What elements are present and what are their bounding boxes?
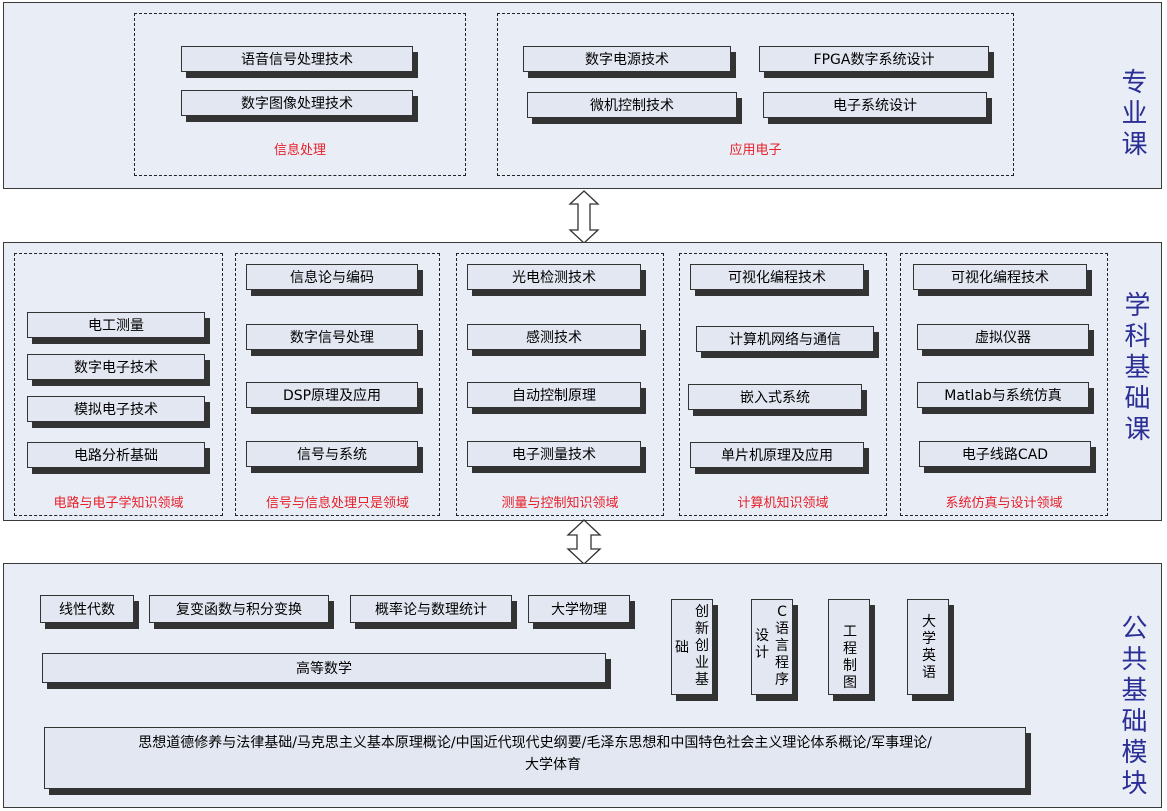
course-box: 数字电源技术 <box>523 46 731 72</box>
course-box: 可视化编程技术 <box>690 264 864 290</box>
course-box: 语音信号处理技术 <box>181 46 413 72</box>
group-applied-electronics: 数字电源技术 FPGA数字系统设计 微机控制技术 电子系统设计 应用电子 <box>497 13 1014 176</box>
double-arrow-icon <box>566 519 602 565</box>
vertical-text: C语言程序 <box>775 604 789 688</box>
tier-title: 学科基础课 <box>1120 291 1150 446</box>
course-box: 大学物理 <box>528 595 630 623</box>
course-box: 可视化编程技术 <box>913 264 1087 290</box>
double-arrow-icon <box>568 190 600 244</box>
group-label: 电路与电子学知识领域 <box>53 496 184 511</box>
subject-foundation-panel: 电工测量 数字电子技术 模拟电子技术 电路分析基础 电路与电子学知识领域 信息论… <box>3 242 1162 521</box>
course-box: FPGA数字系统设计 <box>759 46 989 72</box>
course-box: 嵌入式系统 <box>688 384 862 410</box>
course-box: 电子线路CAD <box>919 441 1091 467</box>
vertical-text: 创新创业基 <box>695 604 709 688</box>
course-box: 信息论与编码 <box>246 264 418 290</box>
politics-line-2: 大学体育 <box>525 757 581 773</box>
group-simulation-design: 可视化编程技术 虚拟仪器 Matlab与系统仿真 电子线路CAD 系统仿真与设计… <box>900 253 1108 516</box>
course-box: 概率论与数理统计 <box>350 595 512 623</box>
specialized-courses-panel: 语音信号处理技术 数字图像处理技术 信息处理 数字电源技术 FPGA数字系统设计… <box>3 2 1162 189</box>
course-box: 虚拟仪器 <box>917 324 1089 350</box>
course-box: DSP原理及应用 <box>246 382 418 408</box>
course-box: 数字图像处理技术 <box>181 90 413 116</box>
group-label: 测量与控制知识领域 <box>501 496 619 511</box>
tier-title: 公共基础模块 <box>1117 614 1147 800</box>
vertical-text: 工程制图 <box>843 624 857 691</box>
course-box: 高等数学 <box>42 653 606 683</box>
group-label: 信号与信息处理只是领域 <box>265 496 409 511</box>
tier-title: 专业课 <box>1117 68 1147 161</box>
group-signal-processing: 信息论与编码 数字信号处理 DSP原理及应用 信号与系统 信号与信息处理只是领域 <box>235 253 440 516</box>
course-box: 计算机网络与通信 <box>696 326 874 352</box>
group-label: 系统仿真与设计领域 <box>945 496 1063 511</box>
course-box: 数字信号处理 <box>246 324 418 350</box>
vertical-text: 础 <box>675 640 689 656</box>
vertical-text: 设计 <box>755 628 769 661</box>
group-measurement-control: 光电检测技术 感测技术 自动控制原理 电子测量技术 测量与控制知识领域 <box>456 253 664 516</box>
vertical-course-box: 工程制图 <box>828 599 870 695</box>
group-info-processing: 语音信号处理技术 数字图像处理技术 信息处理 <box>134 13 466 176</box>
course-box: 感测技术 <box>467 324 641 350</box>
course-box: 单片机原理及应用 <box>690 442 864 468</box>
course-box: 模拟电子技术 <box>27 396 205 422</box>
course-box: 复变函数与积分变换 <box>149 595 329 623</box>
course-box: 电路分析基础 <box>27 442 205 468</box>
course-box: Matlab与系统仿真 <box>917 382 1089 408</box>
vertical-course-box: 大学英语 <box>907 599 949 695</box>
course-box: 电工测量 <box>27 312 205 338</box>
vertical-text: 大学英语 <box>922 614 936 681</box>
course-box: 电子测量技术 <box>467 441 641 467</box>
group-label: 信息处理 <box>273 143 326 158</box>
group-label: 应用电子 <box>729 143 782 158</box>
course-box: 自动控制原理 <box>467 382 641 408</box>
course-box: 光电检测技术 <box>467 264 641 290</box>
vertical-course-box: 础 创新创业基 <box>671 599 713 695</box>
course-box: 线性代数 <box>40 595 134 623</box>
course-box: 数字电子技术 <box>27 354 205 380</box>
public-foundation-panel: 线性代数 复变函数与积分变换 概率论与数理统计 大学物理 高等数学 础 创新创业… <box>3 563 1162 808</box>
group-computer: 可视化编程技术 计算机网络与通信 嵌入式系统 单片机原理及应用 计算机知识领域 <box>679 253 887 516</box>
politics-line-1: 思想道德修养与法律基础/马克思主义基本原理概论/中国近代现代史纲要/毛泽东思想和… <box>138 735 932 751</box>
group-circuits: 电工测量 数字电子技术 模拟电子技术 电路分析基础 电路与电子学知识领域 <box>14 253 223 516</box>
vertical-course-box: 设计 C语言程序 <box>751 599 793 695</box>
course-box: 微机控制技术 <box>527 92 737 118</box>
course-box: 电子系统设计 <box>763 92 987 118</box>
politics-courses-box: 思想道德修养与法律基础/马克思主义基本原理概论/中国近代现代史纲要/毛泽东思想和… <box>44 727 1026 789</box>
course-box: 信号与系统 <box>246 441 418 467</box>
group-label: 计算机知识领域 <box>737 496 829 511</box>
